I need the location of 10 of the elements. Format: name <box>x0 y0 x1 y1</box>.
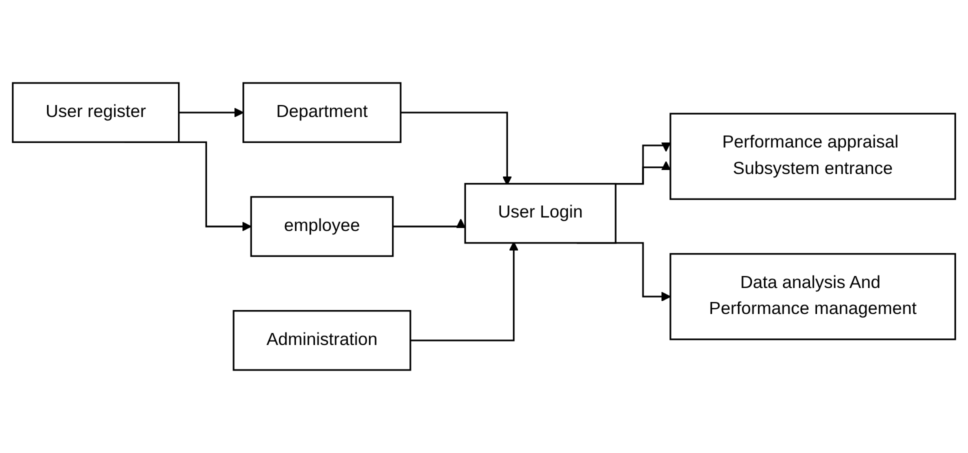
node-box: Performance appraisal Subsystem entrance <box>670 112 956 200</box>
node-box: employee <box>250 196 394 257</box>
arrow <box>410 242 519 342</box>
node-box: Department <box>242 82 402 143</box>
node-box: Administration <box>232 310 412 371</box>
arrow <box>392 218 466 228</box>
node-box: User Login <box>464 182 616 244</box>
node-box: Data analysis And Performance management <box>670 253 956 340</box>
node-box: User register <box>12 82 180 143</box>
arrow <box>178 108 244 118</box>
